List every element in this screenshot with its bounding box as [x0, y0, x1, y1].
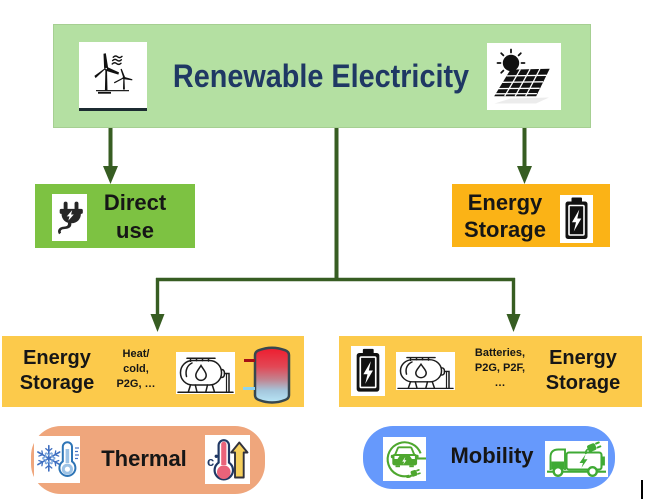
svg-text:c: c — [207, 454, 214, 469]
